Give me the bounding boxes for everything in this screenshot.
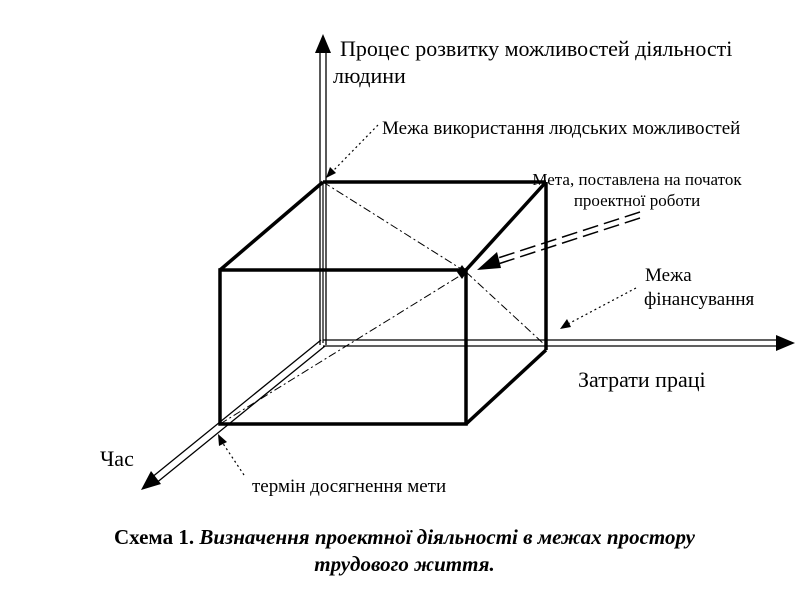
- goal-point-icon: [457, 265, 467, 279]
- finance-limit-label-line2: фінансування: [644, 289, 755, 310]
- leader-deadline: [218, 434, 245, 476]
- figure-caption: Схема 1. Визначення проектної діяльності…: [0, 524, 809, 579]
- caption-prefix: Схема 1.: [113, 525, 195, 549]
- depth-axis-arrow-icon: [141, 471, 161, 490]
- vertical-axis-label-line2: людини: [333, 63, 406, 88]
- goal-pointer-arrow-icon: [477, 252, 501, 270]
- leader-finance-limit: [560, 287, 637, 329]
- depth-axis-label: Час: [100, 446, 134, 471]
- vertical-axis: [315, 34, 331, 345]
- caption-line2: трудового життя.: [314, 552, 495, 577]
- finance-limit-label-line1: Межа: [645, 265, 692, 286]
- project-box: [218, 180, 548, 426]
- caption-line1: Визначення проектної діяльності в межах …: [199, 525, 696, 549]
- goal-pointer: [477, 211, 641, 270]
- vertical-axis-label-line1: Процес розвитку можливостей діяльності: [340, 36, 733, 61]
- horizontal-axis-label: Затрати праці: [578, 367, 706, 392]
- horizontal-axis-arrow-icon: [776, 335, 795, 351]
- leader-human-limit: [326, 124, 379, 178]
- guide-lines: [219, 181, 546, 425]
- human-limit-label: Межа використання людських можливостей: [382, 118, 741, 139]
- depth-axis: [141, 339, 326, 490]
- goal-label-line1: Мета, поставлена на початок: [532, 170, 742, 189]
- goal-label-line2: проектної роботи: [573, 191, 701, 210]
- vertical-axis-arrow-icon: [315, 34, 331, 53]
- deadline-label: термін досягнення мети: [252, 476, 447, 497]
- horizontal-axis: [323, 335, 795, 351]
